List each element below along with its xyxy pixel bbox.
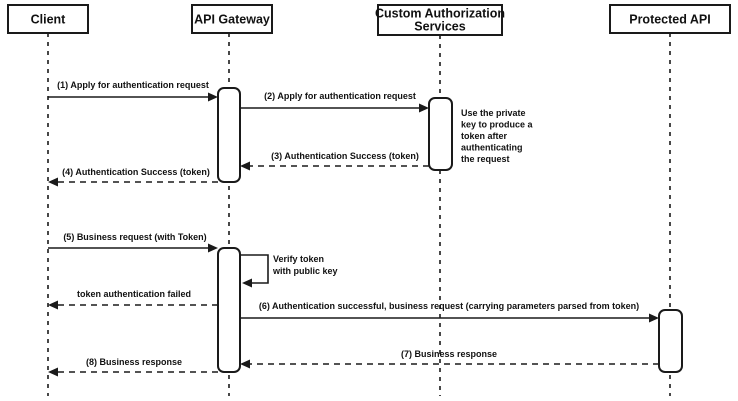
message-4[interactable]: (4) Authentication Success (token): [48, 167, 218, 187]
participant-protected-api[interactable]: Protected API: [609, 4, 731, 34]
message-6[interactable]: (6) Authentication successful, business …: [240, 301, 659, 323]
participant-label-protected-api: Protected API: [629, 12, 711, 26]
activation-api-gateway-auth[interactable]: [217, 87, 241, 183]
note-private-key-line-5: the request: [461, 154, 510, 164]
message-3-label: (3) Authentication Success (token): [271, 151, 419, 161]
message-7-arrowhead: [240, 359, 250, 369]
participant-label-api-gateway: API Gateway: [194, 12, 270, 26]
self-message-verify-token-label-line1: Verify token: [273, 254, 324, 264]
message-8-arrowhead: [48, 367, 58, 377]
note-private-key-line-2: key to produce a: [461, 120, 534, 130]
participant-label-custom-authorization-services-line1: Custom Authorization: [375, 6, 505, 20]
activations-group: [217, 87, 683, 373]
participant-box-custom-authorization-services[interactable]: [377, 4, 503, 36]
participant-client[interactable]: Client: [7, 4, 89, 34]
message-4-label: (4) Authentication Success (token): [62, 167, 210, 177]
participant-label-custom-authorization-services-line2: Services: [414, 19, 465, 33]
message-5-label: (5) Business request (with Token): [63, 232, 206, 242]
message-5[interactable]: (5) Business request (with Token): [48, 232, 218, 253]
message-token-authentication-failed[interactable]: token authentication failed: [48, 289, 218, 310]
note-private-key-line-1: Use the private: [461, 108, 526, 118]
activation-protected-api[interactable]: [658, 309, 683, 373]
participant-custom-authorization-services[interactable]: Custom Authorization Services: [375, 4, 505, 36]
message-4-arrowhead: [48, 177, 58, 187]
self-message-verify-token-arrowhead: [242, 278, 252, 288]
participant-box-client[interactable]: [7, 4, 89, 34]
activation-api-gateway-business[interactable]: [217, 247, 241, 373]
message-7-label: (7) Business response: [401, 349, 497, 359]
participant-label-client: Client: [31, 12, 67, 26]
message-1[interactable]: (1) Apply for authentication request: [48, 80, 218, 102]
participant-box-api-gateway[interactable]: [191, 4, 273, 34]
self-message-verify-token-label-line2: with public key: [272, 266, 338, 276]
self-message-verify-token[interactable]: Verify token with public key: [240, 254, 338, 288]
participant-box-protected-api[interactable]: [609, 4, 731, 34]
message-3-arrowhead: [240, 161, 250, 171]
participant-api-gateway[interactable]: API Gateway: [191, 4, 273, 34]
message-token-authentication-failed-label: token authentication failed: [77, 289, 191, 299]
note-private-key: Use the private key to produce a token a…: [461, 108, 534, 164]
self-message-verify-token-path: [240, 254, 269, 284]
message-2-label: (2) Apply for authentication request: [264, 91, 416, 101]
message-2-arrowhead: [419, 103, 429, 113]
message-token-authentication-failed-arrowhead: [48, 300, 58, 310]
note-private-key-line-4: authenticating: [461, 143, 523, 153]
message-3[interactable]: (3) Authentication Success (token): [240, 151, 429, 171]
message-1-arrowhead: [208, 92, 218, 102]
note-private-key-line-3: token after: [461, 131, 508, 141]
message-6-label: (6) Authentication successful, business …: [259, 301, 639, 311]
message-7[interactable]: (7) Business response: [240, 349, 659, 369]
message-6-arrowhead: [649, 313, 659, 323]
message-8[interactable]: (8) Business response: [48, 357, 218, 377]
message-8-label: (8) Business response: [86, 357, 182, 367]
message-5-arrowhead: [208, 243, 218, 253]
message-2[interactable]: (2) Apply for authentication request: [240, 91, 429, 113]
lifelines-group: [47, 33, 671, 396]
activation-custom-auth[interactable]: [428, 97, 453, 171]
message-1-label: (1) Apply for authentication request: [57, 80, 209, 90]
